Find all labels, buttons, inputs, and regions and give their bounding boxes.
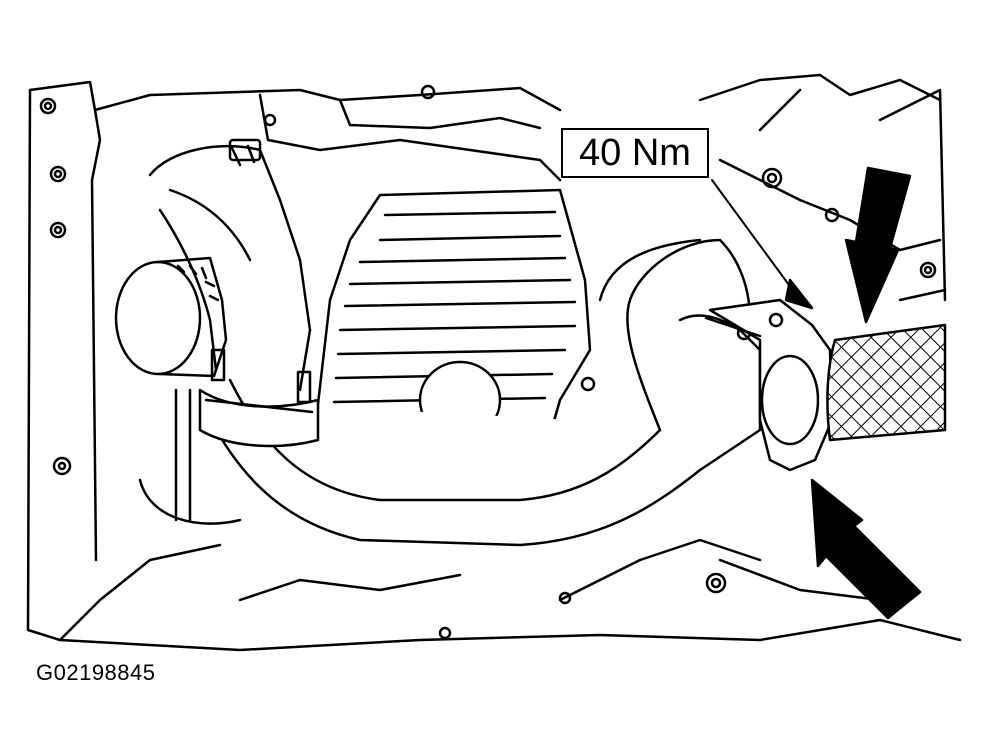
flex-pipe-mesh [826, 323, 947, 442]
chassis-outline [26, 73, 962, 652]
torque-leader-arrow [784, 278, 814, 310]
intake-hose [148, 138, 312, 392]
support-rod [138, 388, 242, 525]
torque-callout-box: 40 Nm [561, 128, 709, 178]
figure-id-label: G02198845 [36, 660, 156, 685]
pipe-clamp [198, 348, 320, 448]
torque-callout-label: 40 Nm [579, 131, 691, 174]
torque-leader-line [711, 179, 801, 301]
arrow-up-icon [810, 478, 922, 620]
arrow-down-icon [844, 166, 912, 324]
exhaust-flange [704, 298, 834, 472]
